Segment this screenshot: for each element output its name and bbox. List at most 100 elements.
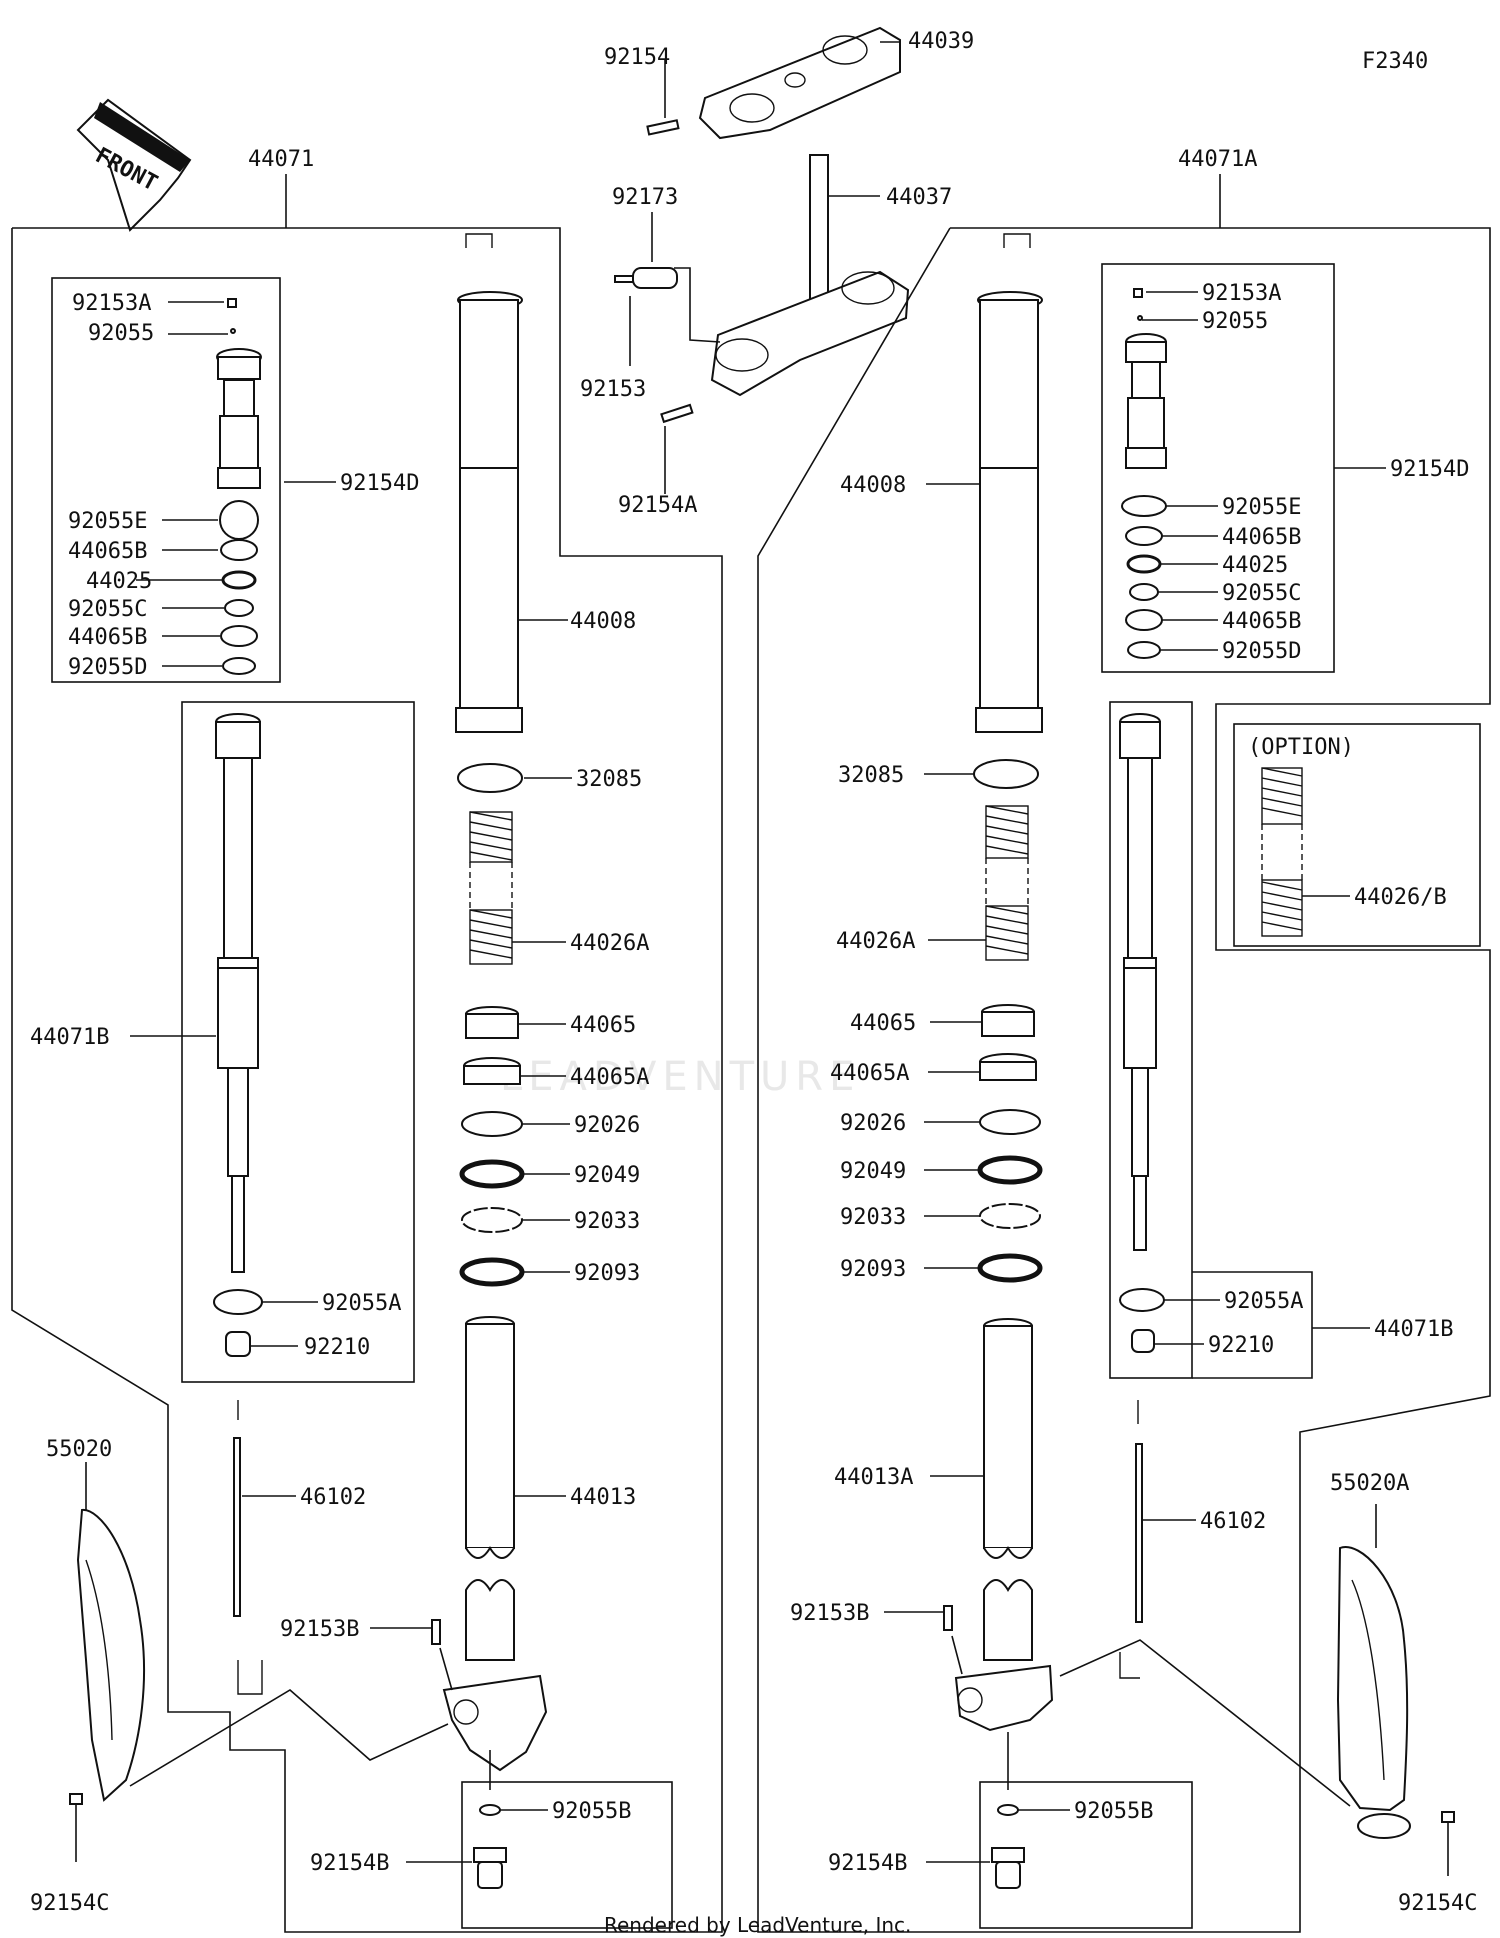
label-92026: 92026 xyxy=(574,1113,640,1138)
label-92154D: 92154D xyxy=(340,471,419,496)
label-92055E-right: 92055E xyxy=(1222,495,1301,520)
label-44065B-2: 44065B xyxy=(68,625,147,650)
oil-seal-icon xyxy=(977,1155,1043,1185)
label-46102: 46102 xyxy=(300,1485,366,1510)
label-44071: 44071 xyxy=(248,147,314,172)
axle-holder-icon xyxy=(954,1664,1054,1732)
inner-tube-box xyxy=(181,701,415,1383)
label-44026A-right: 44026A xyxy=(836,929,915,954)
label-92154C-right: 92154C xyxy=(1398,1891,1477,1916)
option-label: (OPTION) xyxy=(1248,735,1354,760)
label-44008: 44008 xyxy=(570,609,636,634)
label-92033-right: 92033 xyxy=(840,1205,906,1230)
label-44065: 44065 xyxy=(570,1013,636,1038)
label-44037: 44037 xyxy=(886,185,952,210)
label-92055: 92055 xyxy=(88,321,154,346)
label-92026-right: 92026 xyxy=(840,1111,906,1136)
steering-stem-icon xyxy=(710,154,910,397)
cartridge-box xyxy=(51,277,281,683)
circlip-icon xyxy=(461,1207,523,1233)
damper-head-icon xyxy=(216,298,262,675)
left-assembly-outline xyxy=(11,227,723,1933)
label-92173: 92173 xyxy=(612,185,678,210)
label-44039: 44039 xyxy=(908,29,974,54)
label-92093: 92093 xyxy=(574,1261,640,1286)
inner-tube-box xyxy=(1109,701,1193,1379)
inner-tube-icon xyxy=(983,1318,1033,1661)
label-44065A: 44065A xyxy=(570,1065,649,1090)
label-44013A: 44013A xyxy=(834,1465,913,1490)
footer-credit: Rendered by LeadVenture, Inc. xyxy=(604,1913,911,1937)
washer-icon xyxy=(461,1111,523,1137)
label-92055-right: 92055 xyxy=(1202,309,1268,334)
label-44013: 44013 xyxy=(570,1485,636,1510)
label-92153: 92153 xyxy=(580,377,646,402)
option-spring-icon xyxy=(1261,767,1303,937)
label-44065-right: 44065 xyxy=(850,1011,916,1036)
oil-seal-icon xyxy=(459,1159,525,1189)
label-55020A: 55020A xyxy=(1330,1471,1409,1496)
label-44071B: 44071B xyxy=(30,1025,109,1050)
label-32085: 32085 xyxy=(576,767,642,792)
label-44071A: 44071A xyxy=(1178,147,1257,172)
inner-tube-icon xyxy=(465,1316,515,1661)
base-valve-icon xyxy=(473,1847,507,1889)
label-46102-right: 46102 xyxy=(1200,1509,1266,1534)
washer-icon xyxy=(979,1109,1041,1135)
label-92153A: 92153A xyxy=(72,291,151,316)
label-92154B-right: 92154B xyxy=(828,1851,907,1876)
fork-spring-icon xyxy=(985,805,1029,961)
label-92049-right: 92049 xyxy=(840,1159,906,1184)
damper-rod-icon xyxy=(1119,713,1165,1353)
label-92154D-right: 92154D xyxy=(1390,457,1469,482)
damper-head-icon xyxy=(1121,288,1167,659)
label-92055D: 92055D xyxy=(68,655,147,680)
base-valve-icon xyxy=(991,1847,1025,1889)
label-92154: 92154 xyxy=(604,45,670,70)
base-valve-box xyxy=(979,1781,1193,1929)
label-44025: 44025 xyxy=(86,569,152,594)
outer-tube-icon xyxy=(455,233,523,733)
watermark: LEADVENTURE xyxy=(500,1054,860,1100)
label-92055E: 92055E xyxy=(68,509,147,534)
label-44026A: 44026A xyxy=(570,931,649,956)
label-92055A: 92055A xyxy=(322,1291,401,1316)
label-92153A-right: 92153A xyxy=(1202,281,1281,306)
label-44065A-right: 44065A xyxy=(830,1061,909,1086)
right-assembly-outline xyxy=(757,227,1491,1933)
label-92210-right: 92210 xyxy=(1208,1333,1274,1358)
label-92055D-right: 92055D xyxy=(1222,639,1301,664)
o-ring-icon xyxy=(457,763,523,793)
label-44065B: 44065B xyxy=(68,539,147,564)
diagram-code: F2340 xyxy=(1362,49,1428,74)
label-44071B-right: 44071B xyxy=(1374,1317,1453,1342)
fork-spring-icon xyxy=(469,811,513,965)
label-44026B: 44026/B xyxy=(1354,885,1447,910)
damper-rod-icon xyxy=(213,713,263,1357)
circlip-icon xyxy=(979,1203,1041,1229)
front-arrow-icon: FRONT xyxy=(76,98,192,232)
label-92049: 92049 xyxy=(574,1163,640,1188)
clamp-icon xyxy=(632,267,678,289)
label-92154C: 92154C xyxy=(30,1891,109,1916)
label-92154A: 92154A xyxy=(618,493,697,518)
label-44008-right: 44008 xyxy=(840,473,906,498)
push-rod-icon xyxy=(1119,1400,1143,1679)
label-92154B: 92154B xyxy=(310,1851,389,1876)
label-92153B-right: 92153B xyxy=(790,1601,869,1626)
dust-seal-icon xyxy=(459,1257,525,1287)
bolt-icon xyxy=(646,119,680,136)
option-box xyxy=(1233,723,1481,947)
label-92033: 92033 xyxy=(574,1209,640,1234)
label-44065B-right: 44065B xyxy=(1222,525,1301,550)
label-92055B: 92055B xyxy=(552,1799,631,1824)
label-92210: 92210 xyxy=(304,1335,370,1360)
upper-bracket-icon xyxy=(698,26,901,140)
label-92055C-right: 92055C xyxy=(1222,581,1301,606)
label-32085-right: 32085 xyxy=(838,763,904,788)
label-92093-right: 92093 xyxy=(840,1257,906,1282)
bolt-icon xyxy=(614,275,694,424)
dust-seal-icon xyxy=(977,1253,1043,1283)
label-92055A-right: 92055A xyxy=(1224,1289,1303,1314)
